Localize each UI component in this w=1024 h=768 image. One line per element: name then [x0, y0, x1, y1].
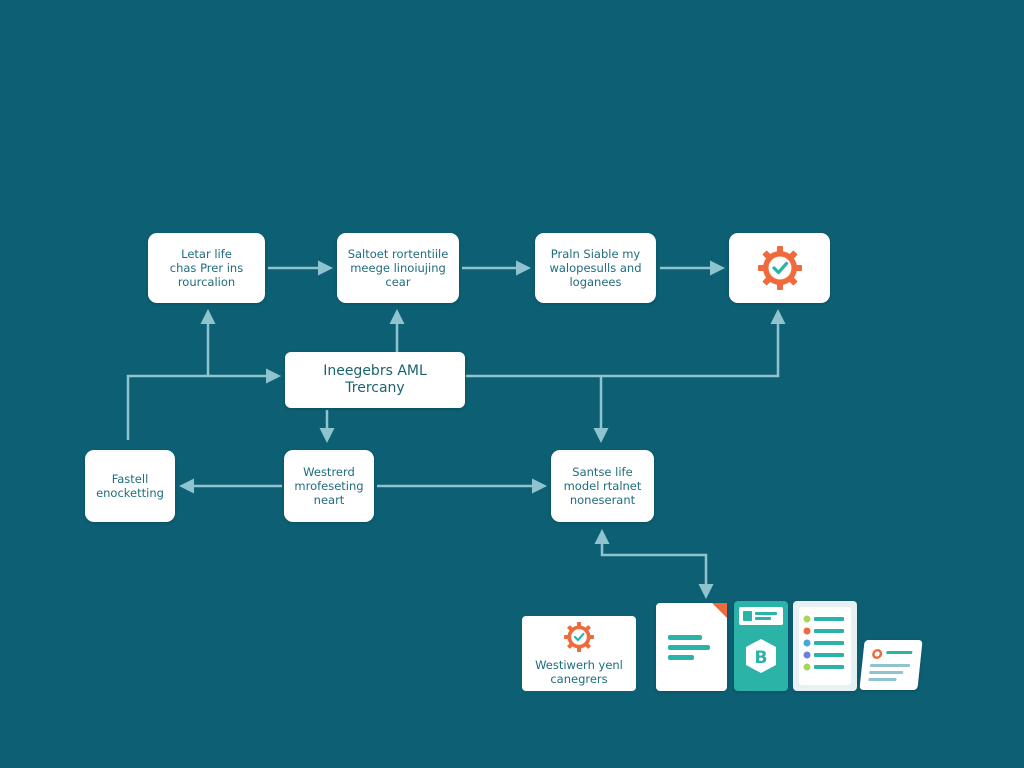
node-bottom-left-line-1: Fastell: [111, 472, 149, 486]
node-top-2-line-1: Saltoet rortentiile: [347, 247, 449, 261]
node-bottom-right[interactable]: Santse life model rtalnet noneserant: [551, 450, 654, 522]
node-bottom-right-line-1: Santse life: [572, 465, 633, 479]
node-bottom-mid-line-3: neart: [313, 493, 345, 507]
card-badge[interactable]: B: [734, 601, 788, 691]
card-tag-line-1: Westiwerh yenl: [535, 658, 623, 672]
node-bottom-right-line-2: model rtalnet: [563, 479, 642, 493]
card-tag-line-2: canegrers: [550, 672, 608, 686]
node-bottom-right-line-3: noneserant: [569, 493, 636, 507]
gear-check-icon: [757, 246, 802, 290]
card-tag[interactable]: Westiwerh yenl canegrers: [522, 616, 636, 691]
node-top-3-line-2: walopesulls and: [549, 261, 642, 275]
document-lines-icon: [668, 603, 727, 660]
card-document[interactable]: [656, 603, 727, 691]
node-top-1[interactable]: Letar life chas Prer ins rourcalion: [148, 233, 265, 303]
node-top-1-line-2: chas Prer ins: [169, 261, 244, 275]
node-bottom-mid-line-2: mrofeseting: [294, 479, 364, 493]
arrow-bottom-right-to-cards: [594, 529, 714, 599]
node-top-1-line-1: Letar life: [181, 247, 232, 261]
checklist-icon: [799, 607, 851, 685]
node-bottom-left-line-2: enocketting: [96, 486, 164, 500]
node-top-3[interactable]: Praln Siable my walopesulls and loganees: [535, 233, 656, 303]
node-top-3-line-1: Praln Siable my: [550, 247, 641, 261]
node-hub-line-1: Ineegebrs AML: [323, 363, 427, 379]
arrow-left-to-hub: [126, 368, 281, 440]
node-top-2[interactable]: Saltoet rortentiile meege linoiujing cea…: [337, 233, 459, 303]
node-top-1-line-3: rourcalion: [177, 275, 236, 289]
node-hub-line-2: Trercany: [345, 380, 405, 396]
arrow-hub-to-top4: [466, 309, 786, 378]
node-top-4[interactable]: [729, 233, 830, 303]
badge-b-icon: B: [739, 607, 783, 673]
card-note[interactable]: [859, 640, 923, 690]
badge-letter: B: [755, 648, 768, 668]
node-top-2-line-3: cear: [385, 275, 411, 289]
node-bottom-mid-line-1: Westrerd: [303, 465, 355, 479]
node-bottom-left[interactable]: Fastell enocketting: [85, 450, 175, 522]
node-hub[interactable]: Ineegebrs AML Trercany: [285, 352, 465, 408]
node-bottom-mid[interactable]: Westrerd mrofeseting neart: [284, 450, 374, 522]
node-top-2-line-2: meege linoiujing: [350, 261, 446, 275]
card-checklist[interactable]: [793, 601, 857, 691]
gear-check-icon: [564, 622, 594, 652]
note-card-icon: [868, 649, 913, 681]
node-top-3-line-3: loganees: [569, 275, 622, 289]
